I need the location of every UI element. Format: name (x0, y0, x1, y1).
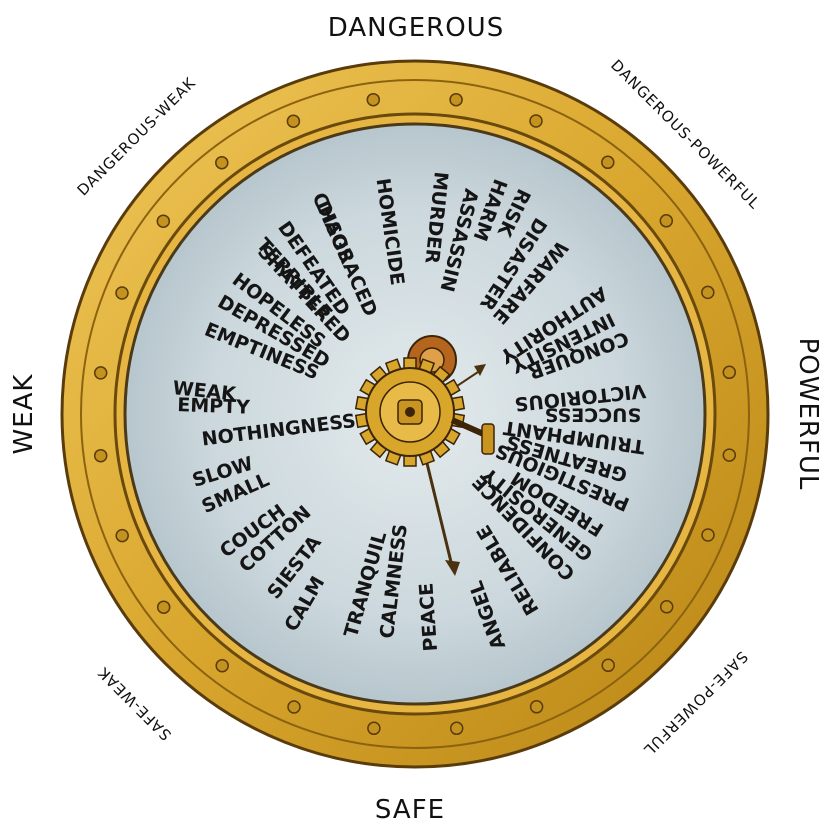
lever-knob-icon (481, 423, 495, 455)
frame-inner-groove (80, 79, 750, 749)
rivet (659, 214, 674, 228)
emotion-word-empty: EMPTY (177, 394, 250, 419)
rivet (215, 155, 229, 170)
rivet (701, 285, 715, 300)
emotion-word-peace: PEACE (415, 582, 442, 652)
rivet (286, 114, 301, 128)
rivet (93, 448, 108, 463)
rivet (115, 528, 129, 543)
rivet (722, 365, 737, 380)
rivet (367, 721, 381, 736)
rivet (156, 600, 171, 614)
label-powerful: POWERFUL (793, 338, 823, 491)
emotion-word-success: SUCCESS (545, 404, 642, 426)
frame-rivets (93, 92, 737, 736)
rivet (449, 92, 463, 107)
rivet (156, 214, 171, 228)
rivet (93, 366, 108, 380)
label-weak: WEAK (9, 374, 39, 455)
rivet (115, 286, 129, 300)
label-safe-weak: SAFE-WEAK (94, 663, 175, 744)
gear-mechanism (354, 335, 495, 467)
rivet (529, 700, 544, 714)
rivet (529, 114, 543, 128)
rivet (215, 658, 229, 673)
rivet (601, 658, 615, 673)
label-dangerous: DANGEROUS (328, 13, 504, 43)
rivet (701, 528, 715, 542)
rivet (722, 448, 737, 462)
label-safe: SAFE (375, 795, 445, 825)
rivet (659, 600, 674, 614)
rivet (287, 700, 301, 714)
rivet (601, 155, 615, 170)
rivet (449, 721, 464, 736)
rivet (366, 92, 381, 107)
